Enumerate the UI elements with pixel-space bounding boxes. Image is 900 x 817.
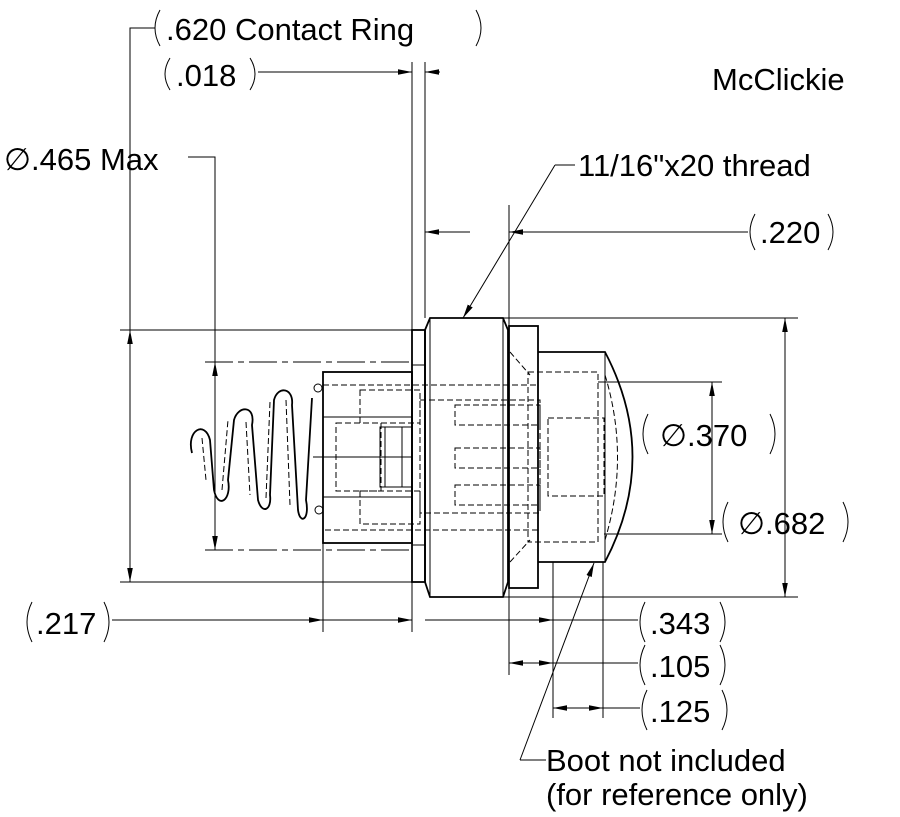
boot-note-line1: Boot not included: [546, 743, 786, 778]
dim-682-label: ∅.682: [738, 506, 825, 541]
dim-343-label: .343: [650, 606, 710, 641]
dim-contact-ring-label: .620 Contact Ring: [166, 12, 414, 47]
dim-max-diameter-label: ∅.465 Max: [4, 142, 159, 177]
dim-682: ∅.682: [503, 317, 849, 598]
dim-105-label: .105: [650, 649, 710, 684]
brand-label: McClickie: [712, 62, 845, 97]
dim-thread-label: 11/16"x20 thread: [578, 148, 811, 183]
spring: [189, 389, 313, 520]
dim-370: ∅.370: [598, 381, 776, 535]
contact-ring: [411, 329, 426, 583]
dim-220: .220: [425, 205, 834, 326]
boot-note-line2: (for reference only): [546, 777, 808, 812]
dim-ring-width: .018: [164, 57, 440, 330]
boot-outline: [538, 351, 634, 563]
dim-217-label: .217: [36, 606, 96, 641]
dim-thread: 11/16"x20 thread: [462, 148, 811, 319]
dim-right-stack: .343 .105 .125: [425, 562, 728, 731]
dim-ring-width-label: .018: [176, 58, 236, 93]
thread-section: [508, 325, 539, 589]
dim-contact-ring: .620 Contact Ring: [120, 9, 482, 583]
dim-max-diameter: ∅.465 Max: [4, 142, 218, 550]
hex-nut: [424, 317, 509, 598]
boot-note: Boot not included (for reference only): [519, 562, 808, 812]
dim-125-label: .125: [650, 694, 710, 729]
dim-370-label: ∅.370: [660, 418, 747, 453]
connector-part: [189, 317, 634, 598]
dim-217: .217: [26, 543, 413, 643]
dim-220-label: .220: [760, 215, 820, 250]
